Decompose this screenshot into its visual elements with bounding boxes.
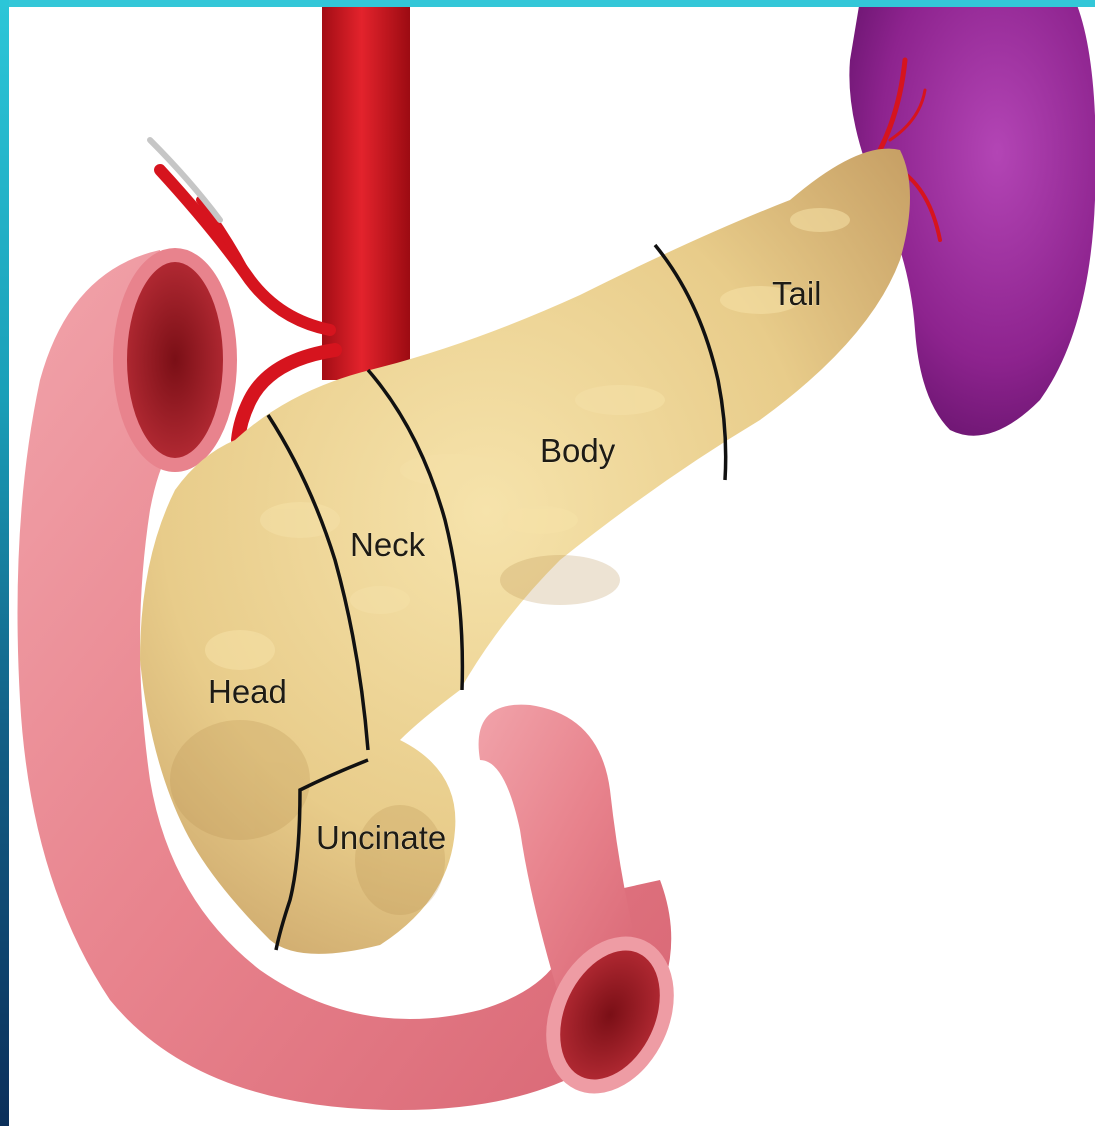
label-neck: Neck bbox=[350, 526, 426, 563]
top-frame-bar bbox=[0, 0, 1095, 7]
label-head: Head bbox=[208, 673, 287, 710]
aorta bbox=[322, 0, 410, 380]
label-uncinate: Uncinate bbox=[316, 819, 446, 856]
label-tail: Tail bbox=[772, 275, 822, 312]
left-frame-bar bbox=[0, 0, 9, 1126]
label-body: Body bbox=[540, 432, 616, 469]
duodenum-upper-opening bbox=[120, 255, 230, 465]
